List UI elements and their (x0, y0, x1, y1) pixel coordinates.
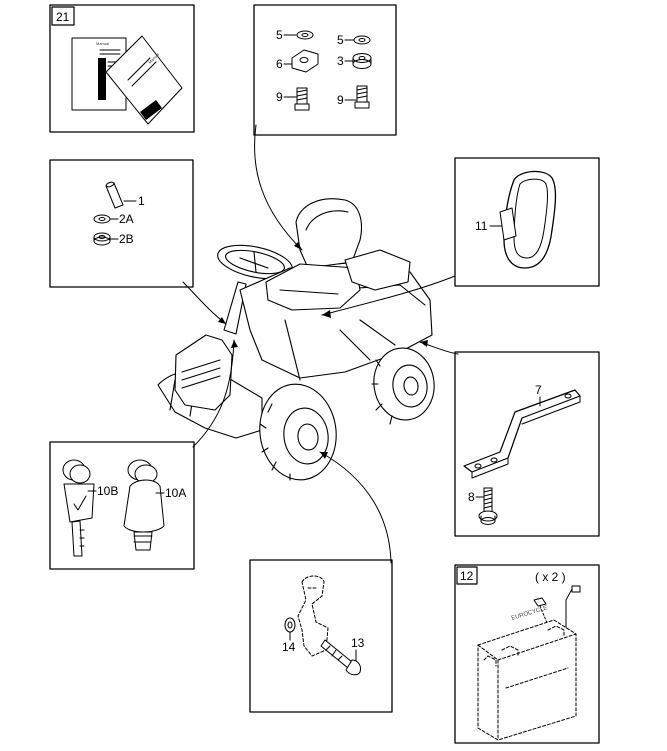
seat-bracket-6 (291, 49, 319, 73)
washer-2B (93, 232, 111, 246)
panel-pedal-frame (249, 559, 393, 713)
bolt-9-right (354, 85, 370, 109)
leader-lines (182, 124, 459, 564)
label-10B: 10B (97, 484, 118, 498)
label-6: 6 (276, 57, 283, 71)
key-10B (62, 459, 95, 557)
label-13: 13 (351, 636, 365, 650)
label-1: 1 (138, 194, 145, 208)
label-7: 7 (535, 383, 542, 397)
label-14: 14 (282, 640, 296, 654)
bolt-8 (478, 487, 498, 525)
bolt-9-left (294, 87, 310, 111)
panel-number-box-12 (456, 566, 478, 585)
panel-number-12: 12 (460, 569, 474, 583)
handle-11 (499, 170, 557, 269)
panel-seat-hardware: 5 6 9 5 3 (253, 4, 397, 136)
label-2A: 2A (119, 212, 134, 226)
panel-handle: 11 (454, 157, 600, 287)
panel-bracket: 7 8 (454, 351, 600, 537)
label-9-right: 9 (337, 93, 344, 107)
panel-battery-frame (454, 564, 600, 744)
label-2B: 2B (119, 232, 134, 246)
key-10A (123, 459, 165, 551)
leader-arrowheads (218, 242, 428, 459)
leader-pedal (319, 451, 392, 564)
label-9-left: 9 (276, 90, 283, 104)
panel-pins-washers-frame (49, 159, 194, 288)
riding-mower-illustration (157, 198, 435, 481)
leader-seat-hardware (254, 124, 303, 251)
label-10A: 10A (165, 486, 186, 500)
battery-box-dashed (477, 619, 577, 741)
panel-seat-hardware-frame (253, 4, 397, 136)
washer-5-right (353, 35, 371, 45)
panel-battery: 12 ( x 2 ) EUROCYCLE (454, 564, 600, 744)
battery-screw (565, 585, 581, 629)
manual-left-title: Manual (96, 41, 109, 46)
manual-booklet-right: Manual (105, 35, 183, 125)
label-8: 8 (468, 490, 475, 504)
washer-14 (284, 617, 296, 633)
bracket-7 (463, 389, 581, 479)
spacer-3 (352, 53, 372, 69)
panel-manuals-frame (49, 4, 195, 133)
panel-number-21: 21 (56, 10, 70, 24)
panel-keys-frame (49, 441, 195, 570)
leader-keys (192, 339, 235, 448)
label-3: 3 (337, 54, 344, 68)
panel-number-box (51, 6, 75, 26)
leader-pins (182, 281, 227, 325)
label-11: 11 (475, 219, 488, 233)
label-5-left: 5 (276, 28, 283, 42)
quantity-label: ( x 2 ) (535, 570, 566, 584)
panel-manuals: 21 Manual Manual (49, 4, 195, 133)
panel-keys: 10B 10A (49, 441, 195, 570)
pin-1 (105, 181, 124, 209)
washer-2A (93, 214, 111, 224)
panel-handle-frame (454, 157, 600, 287)
washer-5-left (296, 30, 314, 40)
leader-handle (321, 275, 456, 316)
bolt-13 (320, 639, 361, 676)
panel-pins-washers: 1 2A 2B (49, 159, 194, 288)
panel-bracket-frame (454, 351, 600, 537)
pedal-lever-dashed (297, 575, 329, 657)
label-5-right: 5 (337, 33, 344, 47)
panel-pedal: 14 13 (249, 559, 393, 713)
